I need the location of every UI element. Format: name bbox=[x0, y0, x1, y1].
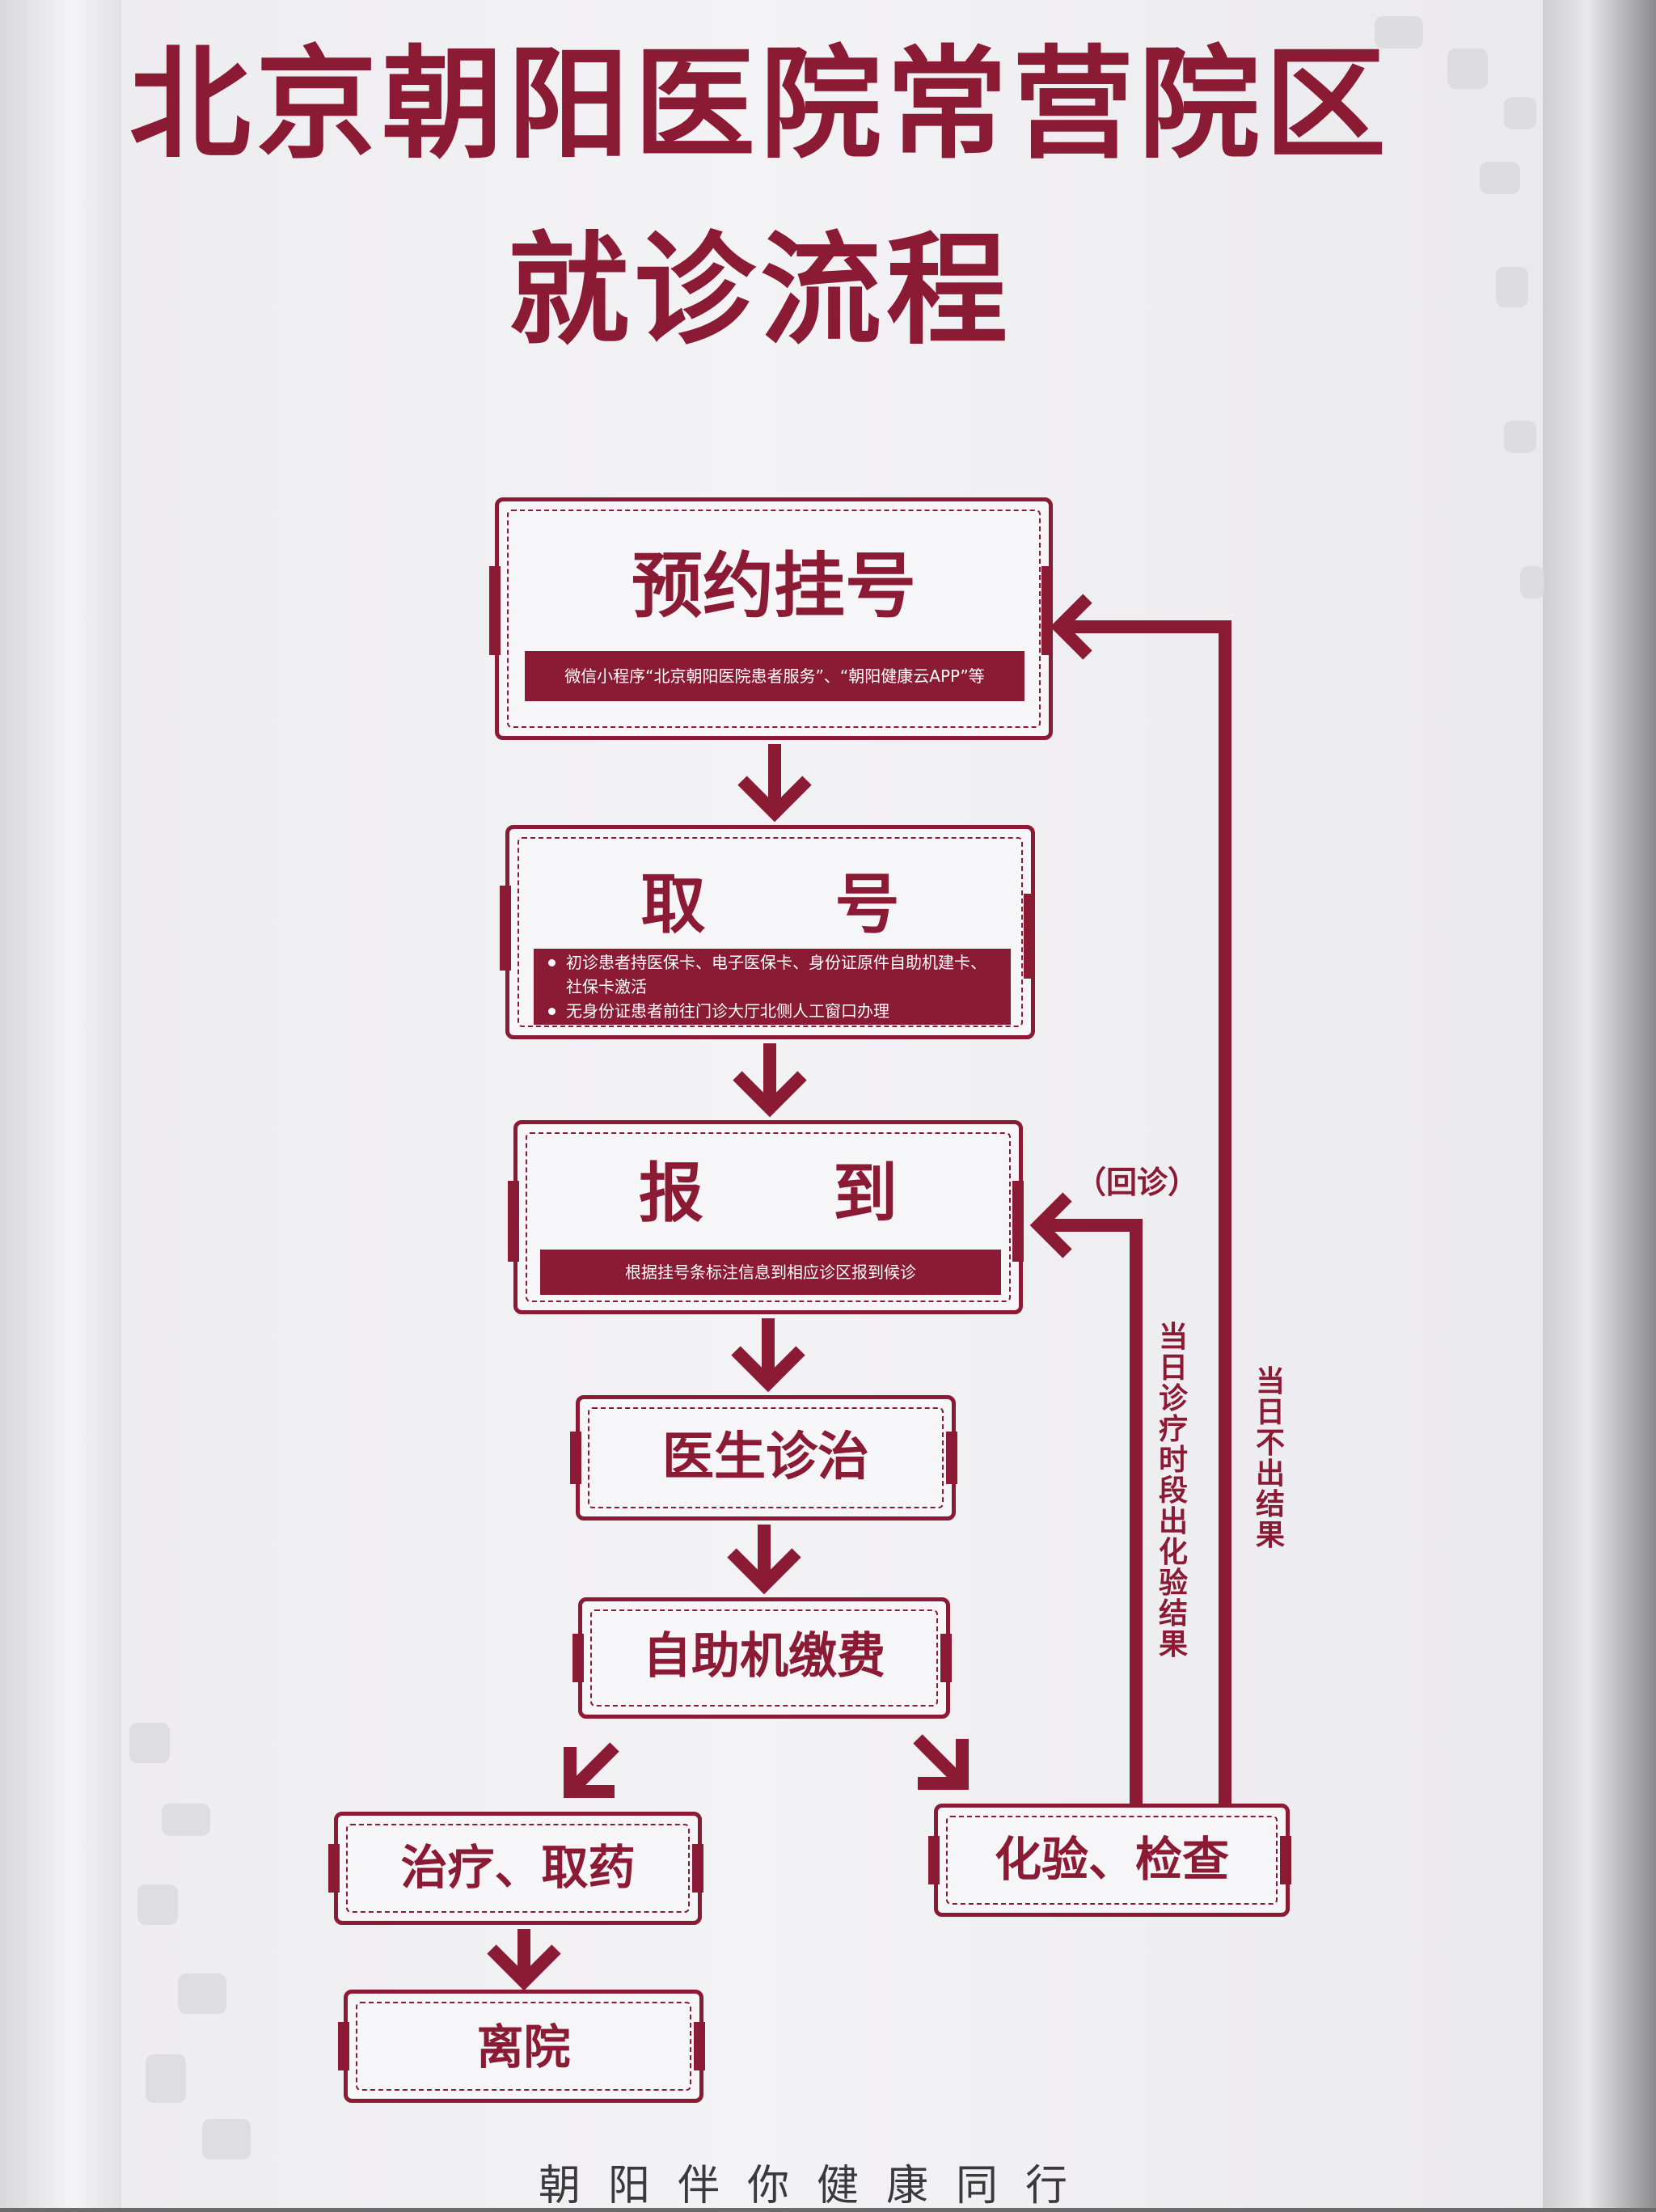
step-note: 根据挂号条标注信息到相应诊区报到候诊 bbox=[540, 1250, 1001, 1295]
decor-tile bbox=[146, 2054, 186, 2103]
step-note: 微信小程序“北京朝阳医院患者服务”、“朝阳健康云APP”等 bbox=[525, 651, 1024, 701]
box-tab bbox=[946, 1432, 957, 1484]
step-check-in: 报 到 根据挂号条标注信息到相应诊区报到候诊 bbox=[513, 1120, 1023, 1314]
decor-tile bbox=[1480, 162, 1520, 194]
decor-tile bbox=[178, 1973, 226, 2014]
return-visit-label: （回诊） bbox=[1075, 1165, 1199, 1200]
box-tab bbox=[570, 1432, 581, 1484]
step-title: 治疗、取药 bbox=[400, 1840, 636, 1895]
decor-tile bbox=[1504, 97, 1536, 129]
step-treatment: 治疗、取药 bbox=[334, 1812, 702, 1925]
box-tab bbox=[489, 566, 501, 655]
step-tests: 化验、检查 bbox=[934, 1804, 1290, 1917]
page-title: 北京朝阳医院常营院区 bbox=[129, 35, 1391, 176]
box-tab bbox=[928, 1836, 940, 1884]
arrow-left-icon bbox=[1050, 594, 1092, 660]
decor-tile bbox=[162, 1804, 210, 1836]
step-payment: 自助机缴费 bbox=[578, 1597, 950, 1719]
step-title: 预约挂号 bbox=[631, 544, 916, 628]
loop-return-visit bbox=[1039, 1219, 1143, 1804]
decor-tile bbox=[1504, 421, 1536, 453]
step-title: 取 号 bbox=[640, 867, 900, 942]
loop-next-day bbox=[1059, 620, 1231, 1804]
box-tab bbox=[572, 1634, 584, 1682]
box-tab bbox=[692, 1844, 703, 1893]
box-tab bbox=[1041, 566, 1053, 655]
page-subtitle: 就诊流程 bbox=[507, 221, 1012, 362]
box-tab bbox=[1024, 894, 1035, 979]
decor-tile bbox=[129, 1723, 170, 1763]
arrow-down-left-icon bbox=[564, 1742, 619, 1798]
arrow-down-icon bbox=[731, 1318, 805, 1393]
box-tab bbox=[1012, 1181, 1024, 1262]
box-tab bbox=[328, 1844, 340, 1893]
decor-tile bbox=[1520, 566, 1544, 598]
box-tab bbox=[338, 2022, 349, 2070]
step-title: 医生诊治 bbox=[662, 1427, 869, 1487]
stand-frame-left bbox=[0, 0, 121, 2208]
arrow-down-icon bbox=[737, 744, 812, 823]
box-tab bbox=[694, 2022, 705, 2070]
step-notes: 初诊患者持医保卡、电子医保卡、身份证原件自助机建卡、 社保卡激活 无身份证患者前… bbox=[534, 949, 1011, 1025]
box-tab bbox=[508, 1181, 519, 1262]
decor-tile bbox=[1496, 267, 1528, 307]
arrow-down-icon bbox=[733, 1043, 807, 1118]
stand-frame-right bbox=[1543, 0, 1656, 2208]
note-line: 社保卡激活 bbox=[566, 977, 647, 996]
decor-tile bbox=[202, 2119, 251, 2159]
step-title: 离院 bbox=[476, 2020, 571, 2075]
step-get-number: 取 号 初诊患者持医保卡、电子医保卡、身份证原件自助机建卡、 社保卡激活 无身份… bbox=[505, 825, 1035, 1039]
step-appointment: 预约挂号 微信小程序“北京朝阳医院患者服务”、“朝阳健康云APP”等 bbox=[495, 497, 1053, 740]
decor-tile bbox=[1447, 49, 1488, 89]
step-consultation: 医生诊治 bbox=[576, 1395, 956, 1520]
arrow-down-icon bbox=[727, 1525, 801, 1595]
step-title: 报 到 bbox=[639, 1156, 898, 1231]
step-title: 自助机缴费 bbox=[643, 1628, 885, 1685]
footer-slogan: 朝阳伴你健康同行 bbox=[538, 2162, 1095, 2210]
decor-tile bbox=[137, 1884, 178, 1925]
box-tab bbox=[940, 1634, 952, 1682]
not-same-day-label: 当日不出结果 bbox=[1255, 1365, 1285, 1552]
box-tab bbox=[500, 886, 511, 971]
decor-tile bbox=[1375, 16, 1423, 49]
note-line: 无身份证患者前往门诊大厅北侧人工窗口办理 bbox=[534, 999, 1011, 1023]
same-day-results-label: 当日诊疗时段出化验结果 bbox=[1158, 1321, 1188, 1661]
arrow-down-icon bbox=[487, 1929, 561, 1991]
step-title: 化验、检查 bbox=[994, 1832, 1229, 1887]
note-line: 初诊患者持医保卡、电子医保卡、身份证原件自助机建卡、 bbox=[534, 950, 1011, 975]
arrow-down-right-icon bbox=[913, 1734, 969, 1790]
arrow-left-icon bbox=[1029, 1192, 1072, 1258]
box-tab bbox=[1280, 1836, 1291, 1884]
